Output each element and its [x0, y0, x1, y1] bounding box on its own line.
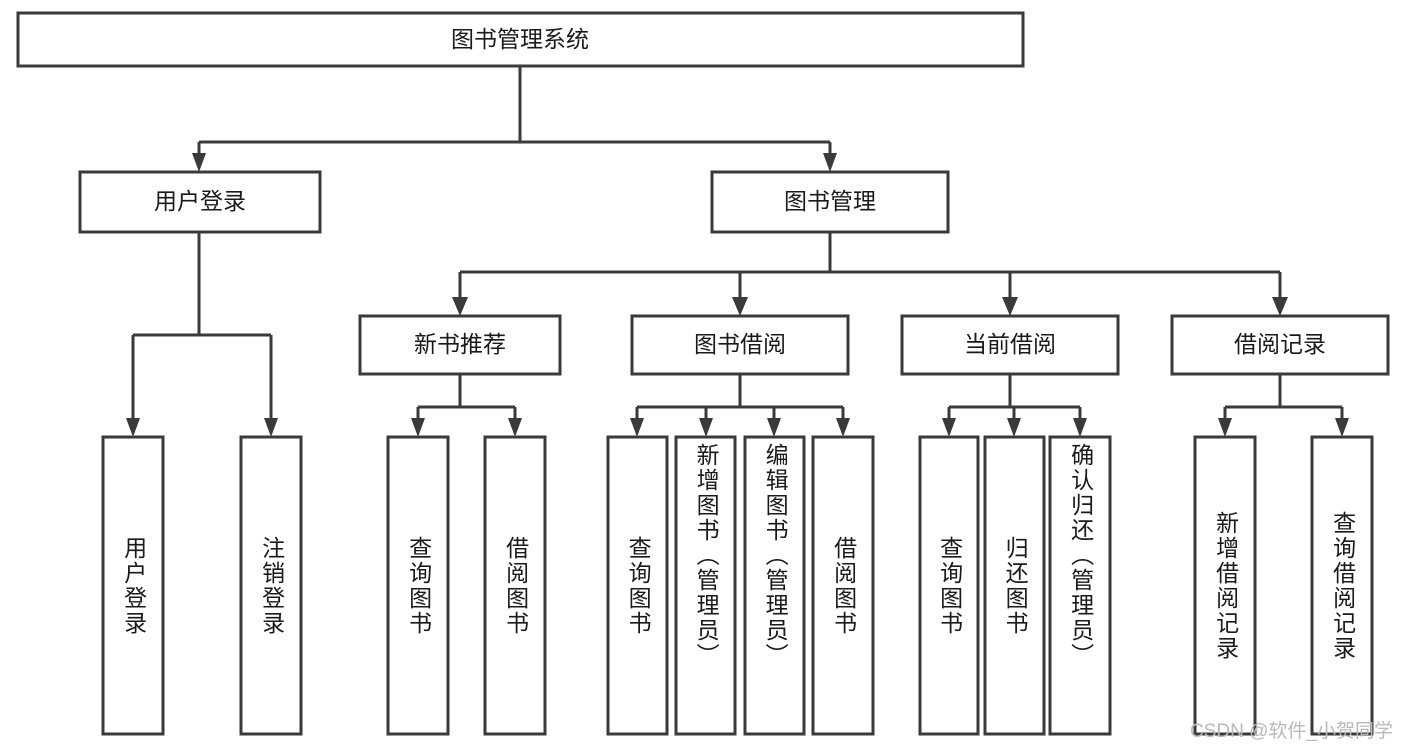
node-root-box[interactable] — [16, 11, 1025, 68]
connector-group-current-borrow-children — [942, 374, 1087, 437]
arrow-head-leaf-add-book-admin — [699, 418, 713, 437]
node-borrow-record[interactable]: 借阅记录 — [1170, 314, 1390, 376]
node-book-borrow-label: 图书借阅 — [694, 331, 786, 357]
node-leaf-edit-book-admin-box[interactable] — [743, 435, 806, 736]
connector-group-root-to-level2 — [192, 66, 837, 172]
node-leaf-user-logout-box[interactable] — [239, 435, 303, 736]
arrow-head-leaf-borrow-book — [836, 418, 850, 437]
arrow-head-current-borrow — [1002, 297, 1018, 316]
connector-group-user-login-children — [126, 232, 278, 437]
node-user-login-label: 用户登录 — [154, 188, 246, 214]
node-current-borrow-box[interactable] — [900, 314, 1120, 376]
arrow-head-leaf-confirm-return-admin — [1073, 418, 1087, 437]
node-leaf-add-borrow-record-box[interactable] — [1193, 435, 1257, 736]
node-leaf-borrow-book-box[interactable] — [811, 435, 875, 736]
arrow-head-leaf-edit-book-admin — [767, 418, 781, 437]
node-leaf-return-book-box[interactable] — [983, 435, 1046, 736]
node-book-manage[interactable]: 图书管理 — [710, 170, 950, 234]
arrow-head-book-manage — [823, 153, 837, 172]
connector-group-borrow-record-children — [1218, 374, 1349, 437]
node-leaf-user-login-box[interactable] — [101, 435, 165, 736]
node-new-book-rec-box[interactable] — [358, 314, 562, 376]
arrow-head-leaf-query-book-rec — [411, 418, 425, 437]
arrow-head-leaf-add-borrow-record — [1218, 418, 1232, 437]
node-new-book-rec[interactable]: 新书推荐 — [358, 314, 562, 376]
node-book-borrow[interactable]: 图书借阅 — [630, 314, 850, 376]
node-book-borrow-box[interactable] — [630, 314, 850, 376]
node-leaf-confirm-return-admin-box[interactable] — [1048, 435, 1112, 736]
node-user-login[interactable]: 用户登录 — [78, 170, 322, 234]
arrow-head-borrow-record — [1272, 297, 1288, 316]
arrow-head-book-borrow — [732, 297, 748, 316]
arrow-head-leaf-query-borrow-record — [1335, 418, 1349, 437]
connector-group-book-borrow-children — [630, 374, 850, 437]
arrow-head-leaf-user-login — [126, 418, 140, 437]
node-leaf-borrow-book-rec-box[interactable] — [483, 435, 547, 736]
node-leaf-add-book-admin-box[interactable] — [674, 435, 737, 736]
connector-group-book-manage-children — [452, 232, 1288, 316]
node-book-manage-label: 图书管理 — [784, 188, 876, 214]
arrow-head-leaf-borrow-book-rec — [508, 418, 522, 437]
arrow-head-leaf-return-book — [1007, 418, 1021, 437]
node-current-borrow[interactable]: 当前借阅 — [900, 314, 1120, 376]
node-new-book-rec-label: 新书推荐 — [414, 331, 506, 357]
node-borrow-record-label: 借阅记录 — [1234, 331, 1326, 357]
node-root-label: 图书管理系统 — [451, 26, 589, 52]
node-current-borrow-label: 当前借阅 — [964, 331, 1056, 357]
node-leaf-query-book-current-box[interactable] — [918, 435, 980, 736]
node-book-manage-box[interactable] — [710, 170, 950, 234]
arrow-head-leaf-query-book-borrow — [630, 418, 644, 437]
node-leaf-query-borrow-record-box[interactable] — [1310, 435, 1374, 736]
arrow-head-user-login — [192, 153, 206, 172]
arrow-head-new-book-rec — [452, 297, 468, 316]
node-root[interactable]: 图书管理系统 — [16, 11, 1025, 68]
node-leaf-query-book-borrow-box[interactable] — [606, 435, 669, 736]
arrow-head-leaf-user-logout — [264, 418, 278, 437]
node-leaf-query-book-rec-box[interactable] — [386, 435, 450, 736]
node-user-login-box[interactable] — [78, 170, 322, 234]
node-borrow-record-box[interactable] — [1170, 314, 1390, 376]
connector-group-new-book-rec-children — [411, 374, 522, 437]
arrow-head-leaf-query-book-current — [942, 418, 956, 437]
